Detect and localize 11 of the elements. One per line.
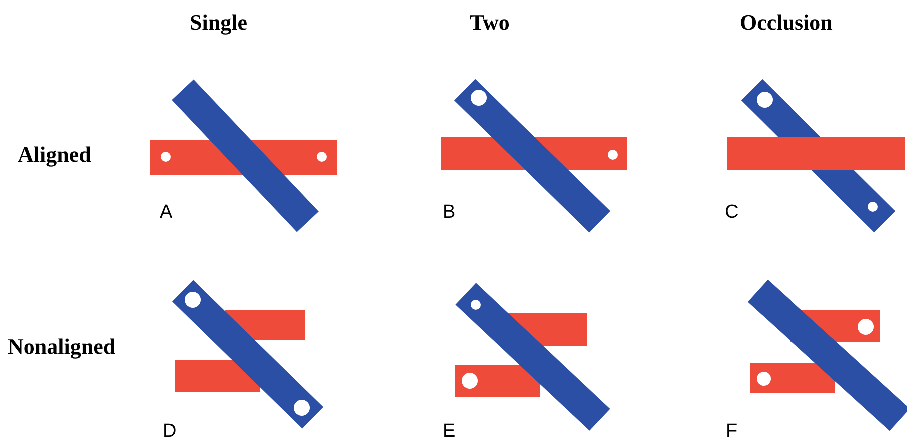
panel-letter: D [163, 422, 177, 440]
row-heading: Aligned [18, 144, 92, 166]
row-heading: Nonaligned [8, 336, 116, 358]
column-heading: Two [470, 12, 510, 34]
panel-letter: C [725, 203, 739, 222]
panel-letter: F [726, 422, 738, 440]
panel-letter: B [443, 203, 456, 222]
panel-letter: E [443, 422, 456, 440]
column-heading: Single [190, 12, 248, 34]
column-heading: Occlusion [740, 12, 833, 34]
panel-letter: A [160, 203, 173, 222]
